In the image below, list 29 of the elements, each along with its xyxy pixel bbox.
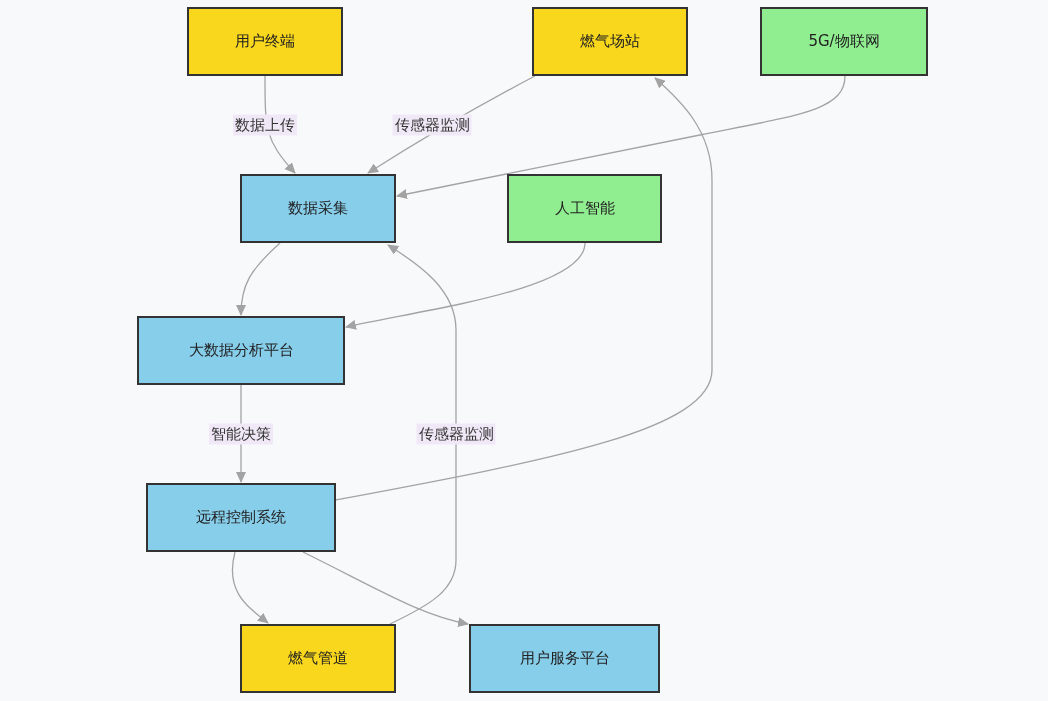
node-label: 大数据分析平台 bbox=[188, 341, 294, 360]
arrow bbox=[396, 75, 846, 199]
node-label: 用户服务平台 bbox=[519, 649, 610, 668]
edge-label: 数据上传 bbox=[233, 114, 297, 136]
node-label: 人工智能 bbox=[554, 199, 615, 218]
arrow bbox=[387, 244, 457, 625]
node-label: 燃气场站 bbox=[580, 32, 640, 51]
node-label: 远程控制系统 bbox=[196, 508, 286, 527]
edge-label: 智能决策 bbox=[209, 423, 273, 445]
arrow bbox=[236, 242, 281, 316]
arrow bbox=[302, 551, 469, 627]
node-label: 燃气管道 bbox=[288, 649, 348, 668]
process-box bbox=[532, 7, 688, 76]
node-label: 数据采集 bbox=[288, 199, 348, 218]
node-label: 5G/物联网 bbox=[808, 32, 880, 51]
process-box bbox=[507, 174, 662, 243]
process-box bbox=[469, 624, 660, 693]
process-box bbox=[187, 7, 343, 76]
node-label: 用户终端 bbox=[235, 32, 295, 51]
process-box bbox=[240, 624, 396, 693]
arrow bbox=[345, 242, 586, 330]
process-box bbox=[240, 174, 396, 243]
process-box bbox=[137, 316, 345, 385]
edge-label: 传感器监测 bbox=[392, 114, 472, 136]
edge-label: 传感器监测 bbox=[416, 423, 496, 445]
process-box bbox=[146, 483, 336, 552]
arrow bbox=[231, 551, 269, 624]
process-box bbox=[760, 7, 928, 76]
arrow bbox=[335, 77, 713, 501]
